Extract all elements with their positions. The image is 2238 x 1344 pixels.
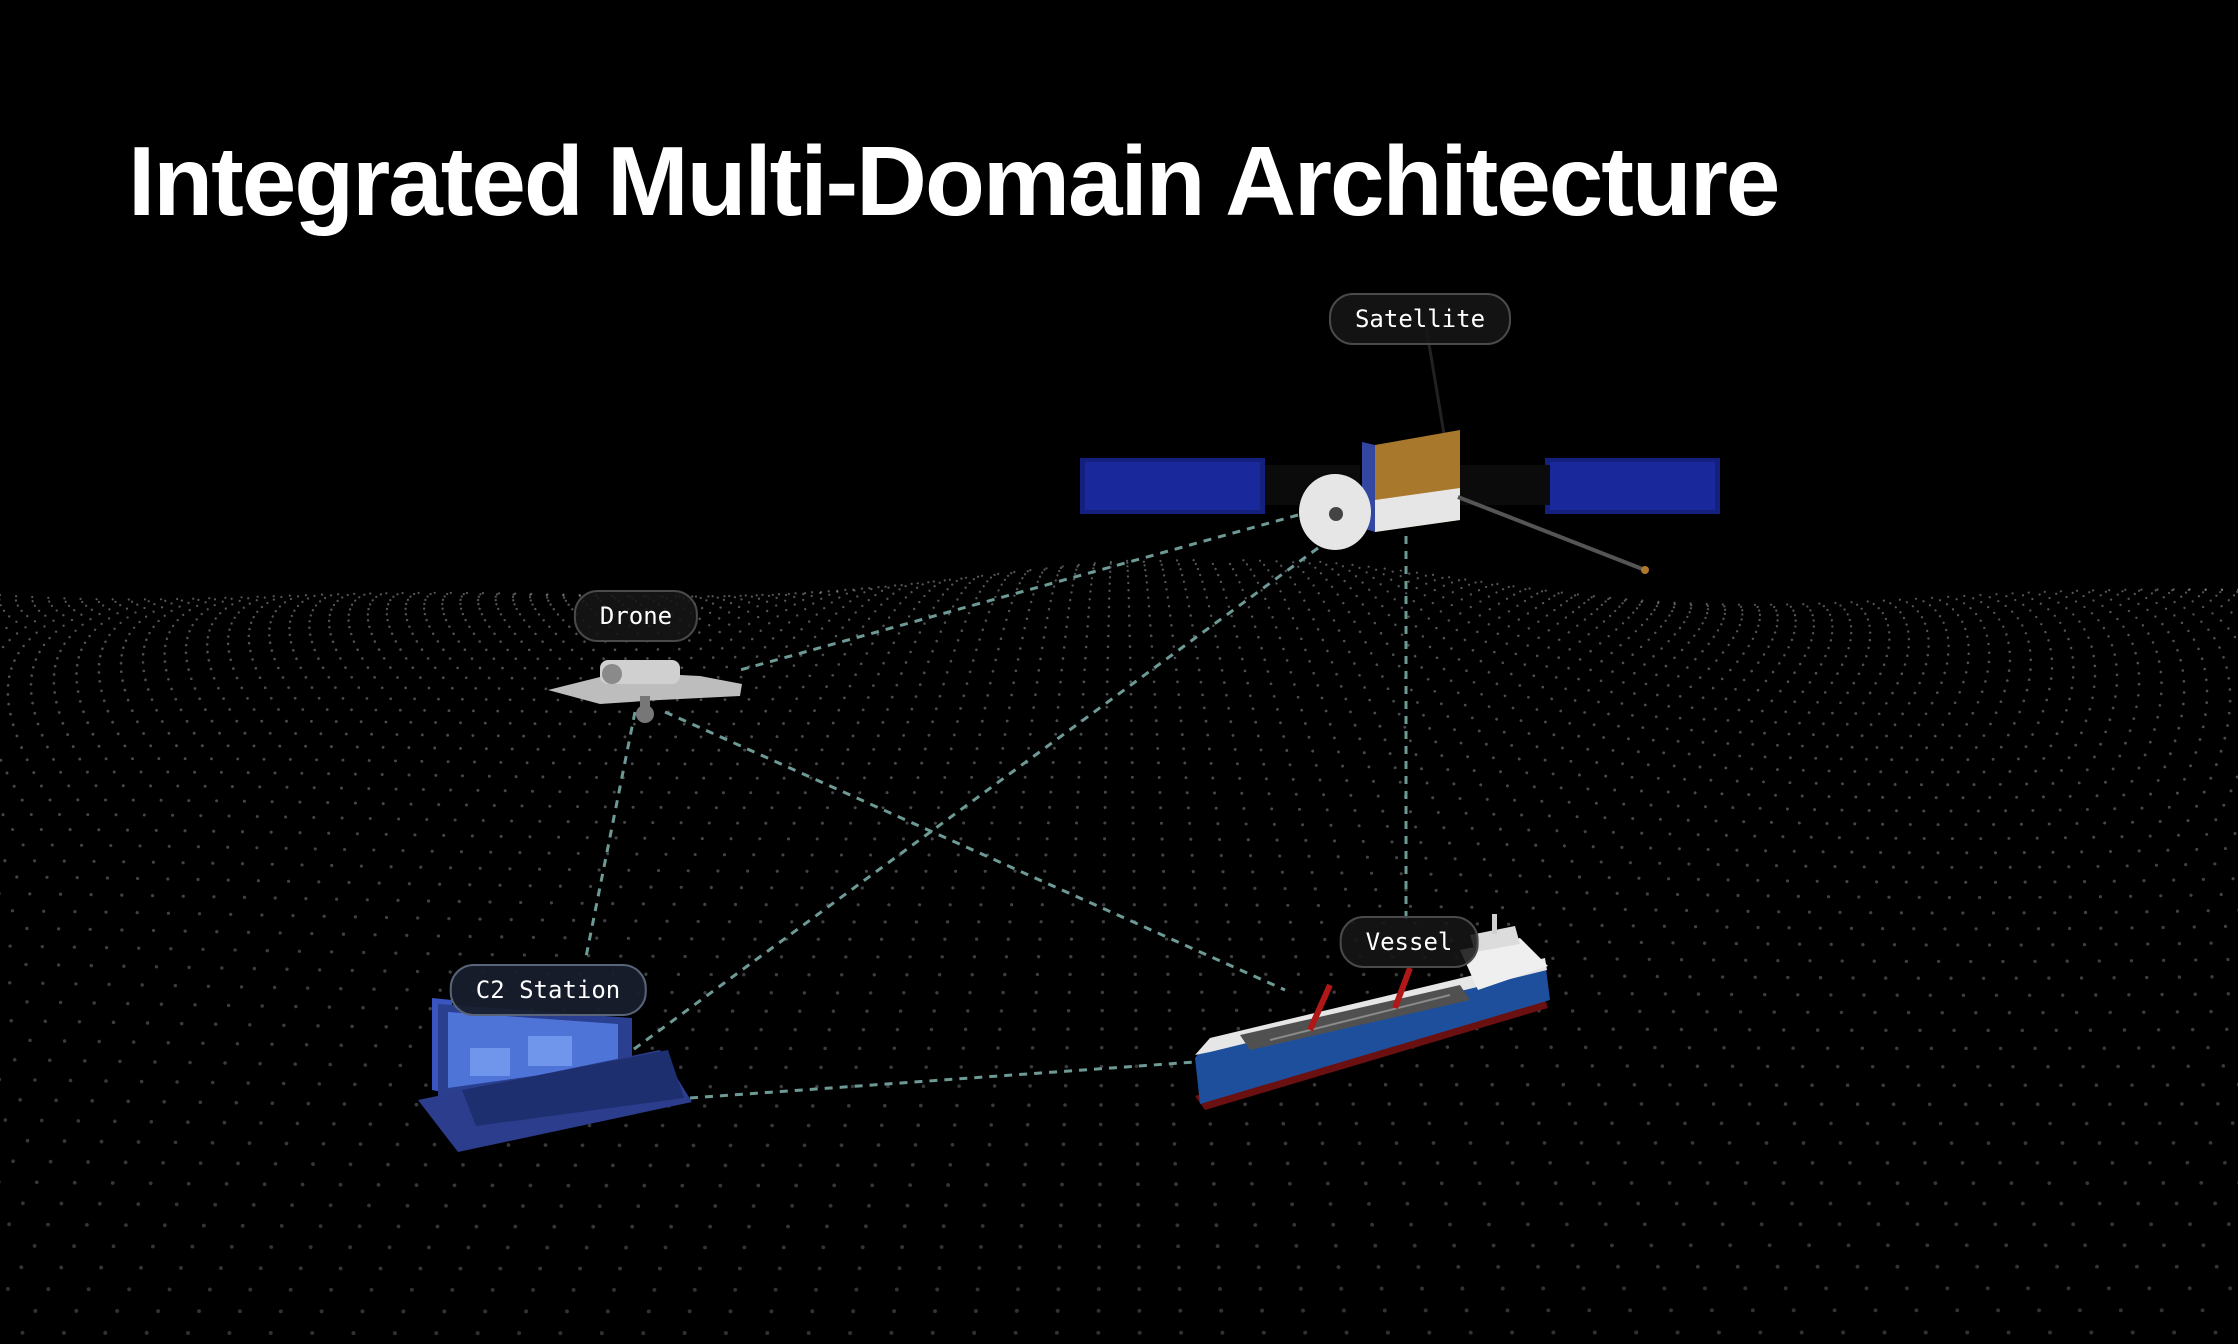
page-title: Integrated Multi-Domain Architecture [128, 126, 1780, 236]
link-satellite-c2-station [629, 546, 1319, 1054]
satellite-icon [1080, 319, 1720, 574]
link-layer [583, 513, 1408, 1100]
vessel-icon [1195, 914, 1550, 1110]
link-drone-vessel [664, 710, 1286, 992]
c2-station-label[interactable]: C2 Station [449, 964, 647, 1016]
drone-label[interactable]: Drone [573, 590, 699, 642]
terrain-dot-grid [0, 558, 2238, 1336]
link-drone-c2-station [583, 711, 637, 963]
drone-icon [548, 660, 742, 723]
link-satellite-drone [739, 513, 1299, 672]
vessel-label[interactable]: Vessel [1339, 916, 1479, 968]
c2-station-icon [418, 998, 692, 1152]
link-c2-station-vessel [689, 1060, 1196, 1100]
satellite-label[interactable]: Satellite [1328, 293, 1512, 345]
